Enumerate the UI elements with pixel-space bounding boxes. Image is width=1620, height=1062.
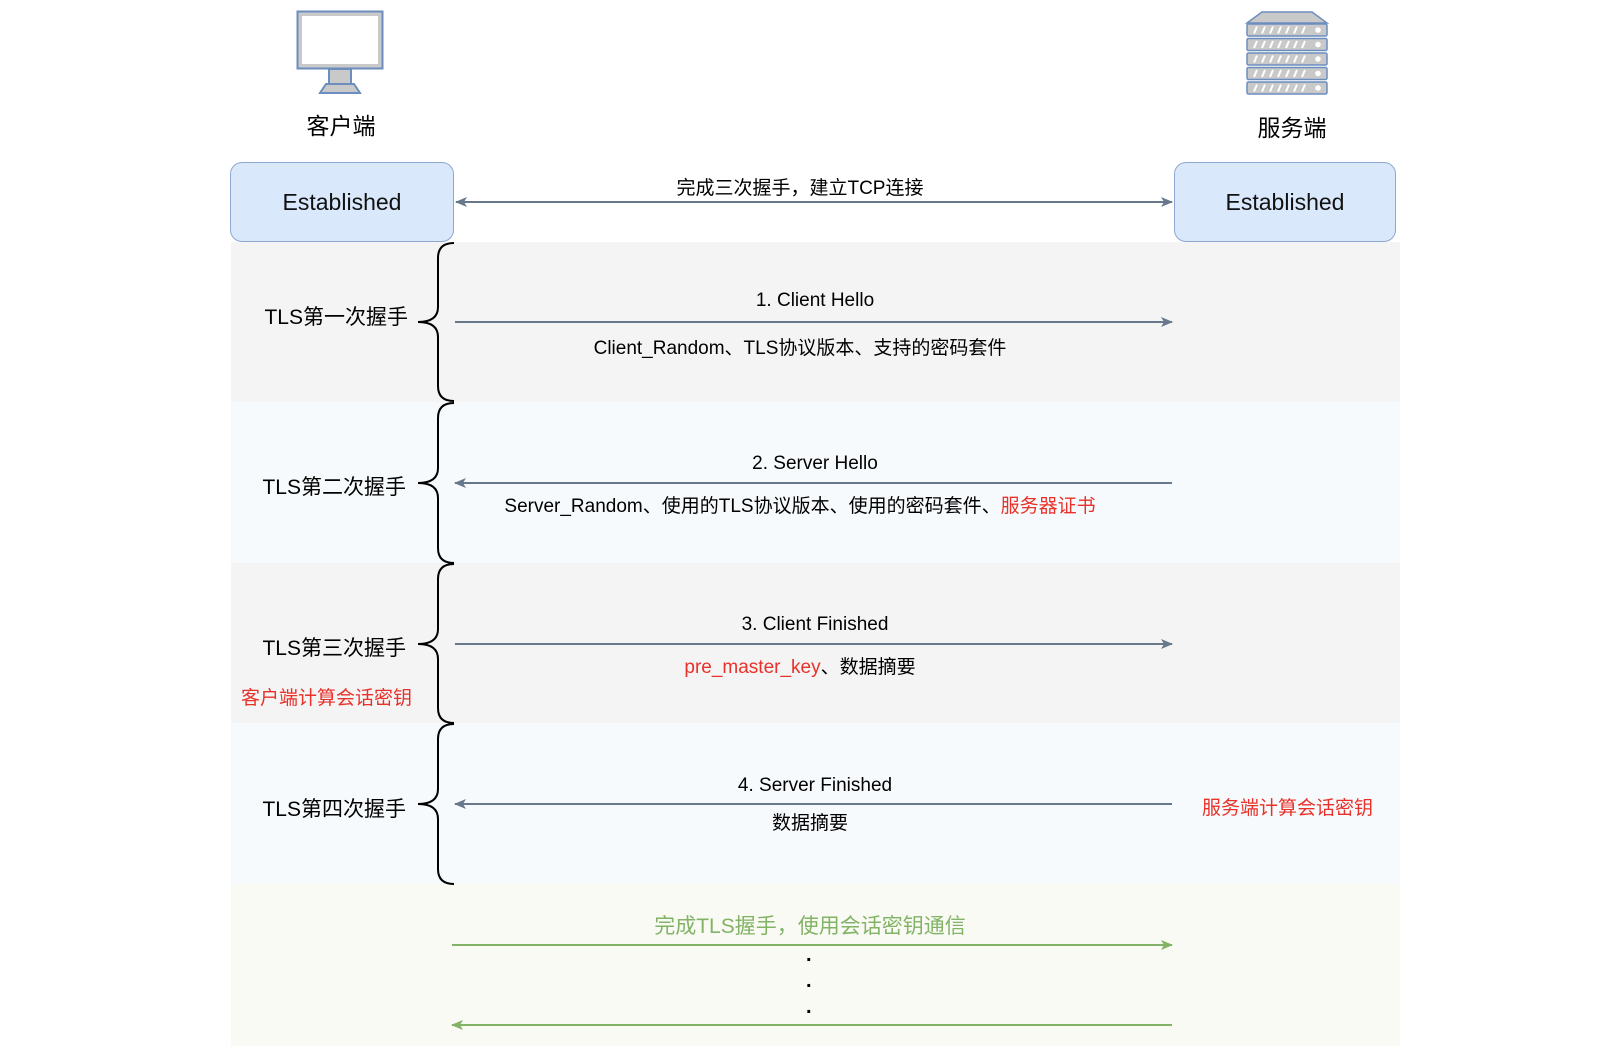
server-rack-unit xyxy=(1246,23,1328,37)
completion-band xyxy=(231,884,1400,1046)
server-rack-unit xyxy=(1246,66,1328,81)
server-rack-icon xyxy=(1244,11,1330,95)
desktop-monitor-icon xyxy=(296,10,384,94)
server-label: 服务端 xyxy=(1257,115,1327,141)
server-finished-digest: 数据摘要 xyxy=(771,813,848,834)
client-hello-title: 1. Client Hello xyxy=(755,290,875,311)
phase-1-label: TLS第一次握手 xyxy=(264,306,408,329)
phase-2-label: TLS第二次握手 xyxy=(262,476,406,499)
client-label: 客户端 xyxy=(306,113,376,139)
server-certificate: 服务器证书 xyxy=(1000,496,1096,517)
server-hello-params: Server_Random、使用的TLS协议版本、使用的密码套件、 xyxy=(504,496,1001,517)
server-finished-detail: 数据摘要 xyxy=(450,808,1170,835)
client-hello-detail: Client_Random、TLS协议版本、支持的密码套件 xyxy=(450,333,1150,360)
phase-3-label: TLS第三次握手 xyxy=(262,637,406,660)
server-hello-title: 2. Server Hello xyxy=(752,453,878,474)
phase-2-band xyxy=(231,402,1400,563)
server-finished-title: 4. Server Finished xyxy=(737,775,893,796)
server-hello-detail: Server_Random、使用的TLS协议版本、使用的密码套件、服务器证书 xyxy=(450,491,1150,518)
client-finished-digest: 、数据摘要 xyxy=(820,657,916,678)
ellipsis-dot-1: . xyxy=(806,944,812,966)
client-finished-title: 3. Client Finished xyxy=(741,614,889,635)
client-finished-detail: pre_master_key、数据摘要 xyxy=(450,652,1150,679)
ellipsis-dot-2: . xyxy=(806,970,812,992)
server-rack-unit xyxy=(1246,52,1328,66)
server-established-state: Established xyxy=(1174,162,1396,242)
phase-4-label: TLS第四次握手 xyxy=(262,798,406,821)
client-established-state: Established xyxy=(230,162,454,242)
server-rack-unit xyxy=(1246,37,1328,52)
tcp-handshake-message: 完成三次握手，建立TCP连接 xyxy=(676,178,924,199)
completion-message: 完成TLS握手，使用会话密钥通信 xyxy=(654,915,966,938)
server-compute-session-key-note: 服务端计算会话密钥 xyxy=(1202,798,1374,819)
server-rack-unit xyxy=(1246,81,1328,95)
client-compute-session-key-note: 客户端计算会话密钥 xyxy=(241,688,413,709)
client-hello-params: Client_Random、TLS协议版本、支持的密码套件 xyxy=(593,338,1007,359)
ellipsis-dot-3: . xyxy=(806,996,812,1018)
pre-master-key: pre_master_key xyxy=(684,657,821,678)
